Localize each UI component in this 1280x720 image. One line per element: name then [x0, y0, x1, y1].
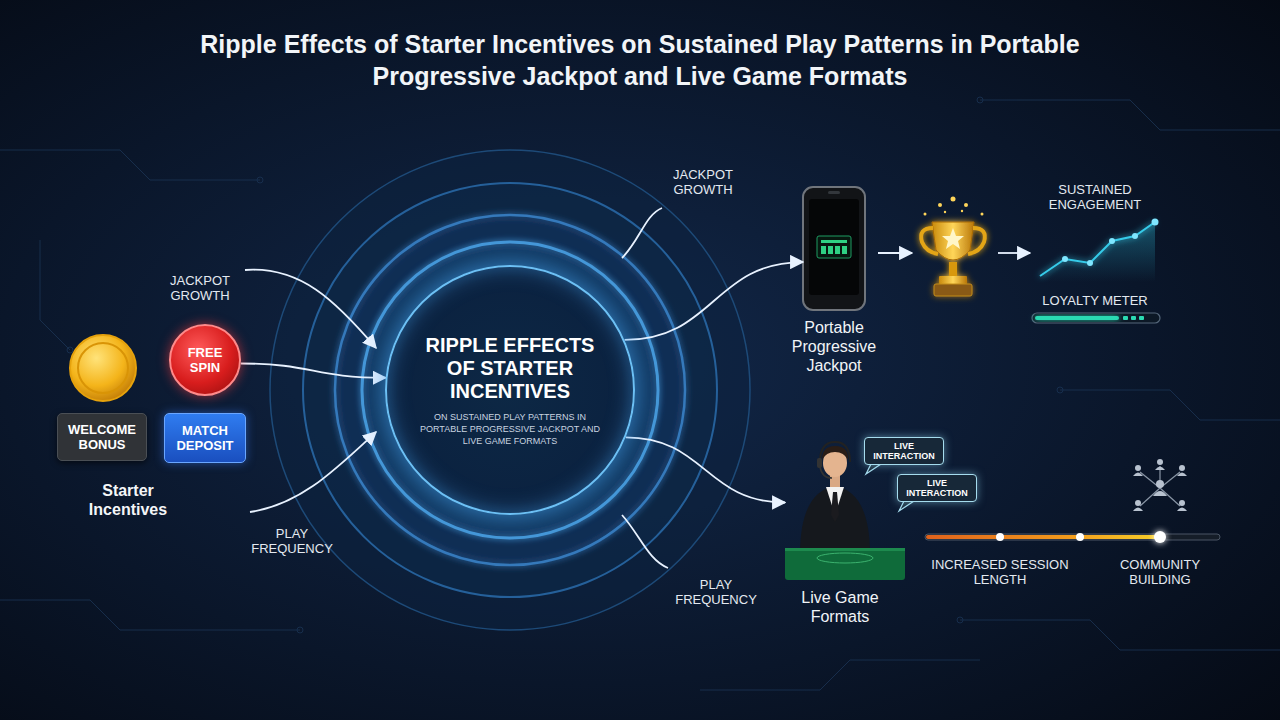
bonus-box: WELCOME BONUS — [57, 413, 147, 461]
diagram-title: Ripple Effects of Starter Incentives on … — [0, 28, 1280, 92]
flow-arrow — [626, 437, 785, 502]
dealer-figure: Live Game Formats — [785, 470, 895, 580]
metric-label: SUSTAINED ENGAGEMENT — [1035, 182, 1155, 212]
flow-arrow — [241, 364, 386, 378]
flow-label: JACKPOT GROWTH — [158, 273, 243, 303]
flow-label: PLAY FREQUENCY — [671, 577, 761, 607]
node-label: LIVE INTERACTION — [903, 478, 971, 498]
phone-device: Portable Progressive Jackpot — [803, 187, 865, 310]
flow-label: PLAY FREQUENCY — [247, 526, 337, 556]
node-label: RIPPLE EFFECTS OF STARTER INCENTIVES — [410, 334, 610, 403]
flow-label: JACKPOT GROWTH — [661, 167, 746, 197]
node-label: WELCOME BONUS — [64, 422, 140, 452]
flow-arrow — [625, 262, 803, 340]
metric-label: INCREASED SESSION LENGTH — [930, 557, 1070, 587]
group-label: Starter Incentives — [78, 481, 178, 519]
spin-badge: FREE SPIN — [169, 324, 241, 396]
node-label: Live Game Formats — [775, 588, 905, 626]
node-label: MATCH DEPOSIT — [171, 423, 239, 453]
chat-bubble: LIVE INTERACTION — [864, 437, 944, 465]
metric-label: LOYALTY METER — [1015, 293, 1175, 308]
node-label: Portable Progressive Jackpot — [774, 318, 894, 375]
node-label: LIVE INTERACTION — [870, 441, 938, 461]
metric-label: COMMUNITY BUILDING — [1105, 557, 1215, 587]
ripple-circle: RIPPLE EFFECTS OF STARTER INCENTIVES ON S… — [385, 265, 635, 515]
chat-bubble: LIVE INTERACTION — [897, 474, 977, 502]
bonus-box: MATCH DEPOSIT — [164, 413, 246, 463]
node-label: FREE SPIN — [177, 345, 233, 375]
node-body: ON SUSTAINED PLAY PATTERNS IN PORTABLE P… — [412, 411, 608, 447]
